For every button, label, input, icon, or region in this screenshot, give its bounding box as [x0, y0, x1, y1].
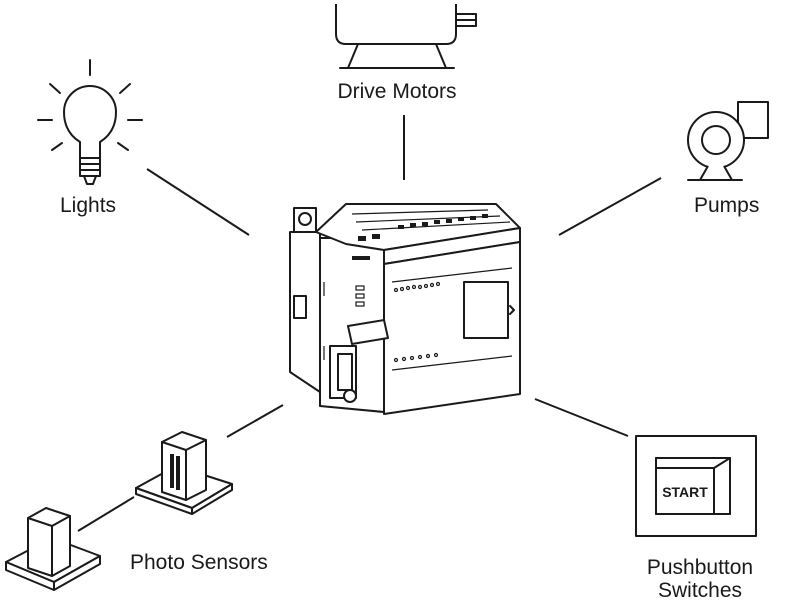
- pump-icon: [687, 101, 769, 181]
- label-photo-sensors: Photo Sensors: [130, 551, 268, 574]
- label-pumps: Pumps: [694, 194, 760, 217]
- terminal-ridges: [351, 209, 511, 241]
- start-pushbutton-icon: START: [635, 435, 757, 537]
- io-led-row: [393, 281, 441, 363]
- photo-sensor-icon: [135, 431, 233, 515]
- connector-lights: [146, 168, 250, 236]
- connector-lines: [77, 115, 662, 532]
- start-button-label: START: [662, 484, 708, 500]
- light-bulb-icon: [37, 59, 143, 185]
- connector-sensor-to-sensor: [77, 496, 135, 532]
- connector-pumps: [558, 177, 662, 236]
- drive-motor-icon: [335, 4, 477, 69]
- photo-sensor-icon: [5, 507, 101, 591]
- label-switches: Switches: [657, 579, 743, 602]
- connector-photo-sensors: [226, 404, 284, 438]
- connector-pushbutton: [534, 398, 629, 437]
- label-drive-motors: Drive Motors: [337, 80, 457, 103]
- label-lights: Lights: [60, 194, 117, 217]
- label-pushbutton: Pushbutton: [646, 556, 754, 579]
- plc-controller-icon: [289, 203, 521, 415]
